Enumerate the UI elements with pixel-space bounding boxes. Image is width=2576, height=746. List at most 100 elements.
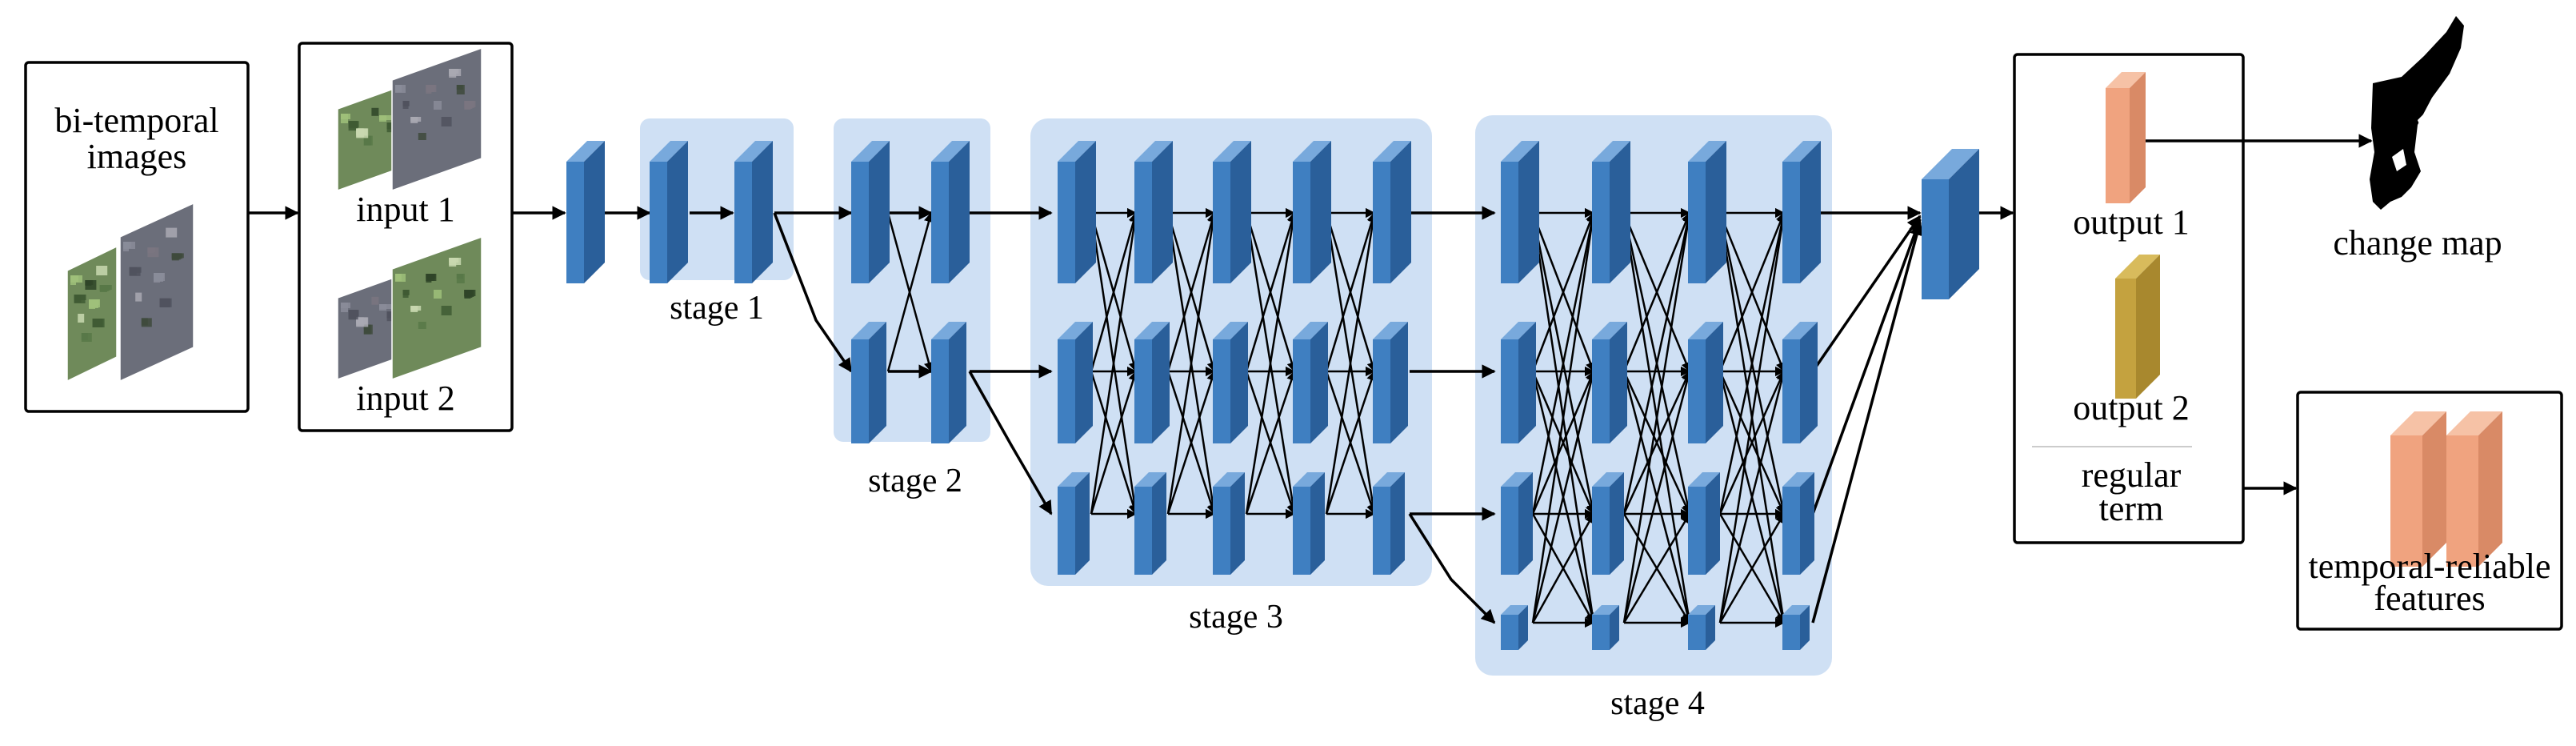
stage3-block-r1-c5: [1373, 141, 1411, 283]
stage4-block-r1-c3: [1688, 141, 1726, 283]
stage1-to-stage2-bottom-arrow: [773, 212, 853, 373]
stage4-link-c2-r3-r1: [1718, 370, 1787, 624]
stage3-link-c1-r2-r1: [1166, 370, 1217, 515]
stage3-block-r1-c4: [1293, 141, 1331, 283]
stage4-link-c2-r1-r0: [1718, 211, 1786, 372]
bi-temporal-image-t1: [66, 245, 118, 383]
stage4-block-r2-c3: [1688, 322, 1723, 443]
output-blocks: [2106, 72, 2502, 567]
feature-map-block-2: [2446, 411, 2502, 567]
stage4-to-fusion-row4-arrow: [1811, 221, 1924, 624]
stem-block: [566, 141, 605, 283]
regular-term-label-line1: regular: [2082, 455, 2182, 495]
stage3-label: stage 3: [1189, 599, 1283, 636]
stage3-link-c0-r2-r0: [1090, 211, 1140, 515]
stage3-block-r1-c3: [1213, 141, 1251, 283]
stage3-block-r2-c2: [1134, 322, 1170, 443]
input2-label: input 2: [356, 379, 454, 418]
connection-arrows: [248, 134, 2373, 628]
change-map-label: change map: [2333, 223, 2502, 263]
stage3-block-r2-c3: [1213, 322, 1248, 443]
stage3-link-c1-r1-r0: [1166, 211, 1217, 372]
bi-temporal-label-line1: bi-temporal: [54, 101, 218, 140]
stage4-block-r4-c4: [1782, 605, 1810, 650]
stage3-link-c3-r1-r0: [1325, 211, 1377, 372]
bi-temporal-image-t2: [119, 202, 194, 383]
input1-label: input 1: [356, 190, 454, 229]
stage4-link-c0-r2-r1: [1531, 370, 1595, 515]
stage4-block-r3-c4: [1782, 472, 1814, 575]
stage4-link-c1-r1-r0: [1622, 211, 1691, 372]
stage4-block-r3-c2: [1592, 472, 1624, 575]
stage3-link-c1-r2-r0: [1166, 211, 1218, 515]
stage3-to-stage4-row4-arrow: [1408, 513, 1496, 624]
stage3-link-c0-r1-r0: [1090, 211, 1138, 372]
stage3-link-c2-r1-r0: [1245, 211, 1297, 372]
stage1-block-1: [650, 141, 688, 283]
input1-image-b: [391, 46, 482, 192]
change-map-image: [2370, 16, 2464, 210]
stage4-block-r3-c3: [1688, 472, 1720, 575]
stage4-link-c1-r3-r2: [1622, 512, 1691, 624]
stage4-block-r1-c4: [1782, 141, 1821, 283]
output1-block: [2106, 72, 2146, 203]
stage3-link-c2-r2-r1: [1245, 370, 1297, 515]
stage4-block-r2-c1: [1501, 322, 1536, 443]
stage4-link-c0-r3-r2: [1531, 512, 1595, 624]
stage2-to-stage3-row3-arrow: [968, 371, 1053, 515]
output2-block: [2115, 255, 2160, 399]
stage3-block-r3-c3: [1213, 472, 1245, 575]
stage4-link-c2-r3-r0: [1718, 211, 1788, 624]
satellite-images: [66, 46, 482, 383]
stage4-link-c0-r1-r0: [1531, 211, 1595, 372]
stage1-label: stage 1: [670, 290, 764, 327]
stage4-link-c2-r3-r2: [1718, 512, 1786, 624]
stage3-block-r3-c2: [1134, 472, 1166, 575]
labels: bi-temporal images input 1 input 2 stage…: [54, 101, 2550, 722]
temporal-features-label-line1: temporal-reliable: [2309, 547, 2551, 586]
stage4-link-c2-r2-r0: [1718, 211, 1787, 515]
stage4-link-c1-r3-r1: [1622, 370, 1693, 624]
stage1-block-2: [734, 141, 773, 283]
stage2-block-r2-c2: [931, 322, 966, 443]
stage2-cross-up-arrow: [886, 211, 934, 372]
stage3-block-r2-c4: [1293, 322, 1328, 443]
stage3-link-c3-r2-r1: [1325, 370, 1377, 515]
stage2-block-r1-c2: [931, 141, 970, 283]
stage4-block-r4-c3: [1688, 605, 1715, 650]
regular-term-label-line2: term: [2099, 489, 2164, 528]
stage2-block-r2-c1: [851, 322, 886, 443]
stage4-link-c1-r3-r0: [1622, 211, 1694, 624]
input2-image-b: [391, 235, 482, 381]
stage4-block-r2-c2: [1592, 322, 1627, 443]
fusion-block: [1922, 149, 1979, 299]
stage2-block-r1-c1: [851, 141, 890, 283]
stage4-block-r1-c2: [1592, 141, 1630, 283]
stage4-link-c0-r3-r0: [1531, 211, 1598, 624]
stage4-block-r1-c1: [1501, 141, 1539, 283]
stage3-block-r3-c4: [1293, 472, 1325, 575]
stage3-link-c0-r2-r1: [1090, 370, 1138, 515]
feature-map-block-1: [2390, 411, 2446, 567]
stage4-to-fusion-row3-arrow: [1811, 218, 1922, 515]
output1-label: output 1: [2073, 203, 2189, 242]
stage4-link-c0-r2-r0: [1531, 211, 1597, 515]
stage4-block-r2-c4: [1782, 322, 1818, 443]
stage3-block-r2-c5: [1373, 322, 1408, 443]
stage4-block-r3-c1: [1501, 472, 1533, 575]
stage3-link-c3-r2-r0: [1325, 211, 1378, 515]
stage3-block-r1-c2: [1134, 141, 1173, 283]
stage4-link-c1-r2-r0: [1622, 211, 1693, 515]
bi-temporal-label-line2: images: [87, 137, 187, 176]
stage4-label: stage 4: [1610, 685, 1705, 722]
stage3-block-r3-c1: [1058, 472, 1090, 575]
feature-blocks: [566, 141, 1979, 650]
stage4-block-r4-c2: [1592, 605, 1619, 650]
stage3-block-r1-c1: [1058, 141, 1096, 283]
stage3-block-r2-c1: [1058, 322, 1093, 443]
temporal-features-label-line2: features: [2374, 579, 2485, 618]
stage3-link-c2-r2-r0: [1245, 211, 1298, 515]
stage2-label: stage 2: [868, 463, 962, 499]
output2-label: output 2: [2073, 388, 2189, 427]
